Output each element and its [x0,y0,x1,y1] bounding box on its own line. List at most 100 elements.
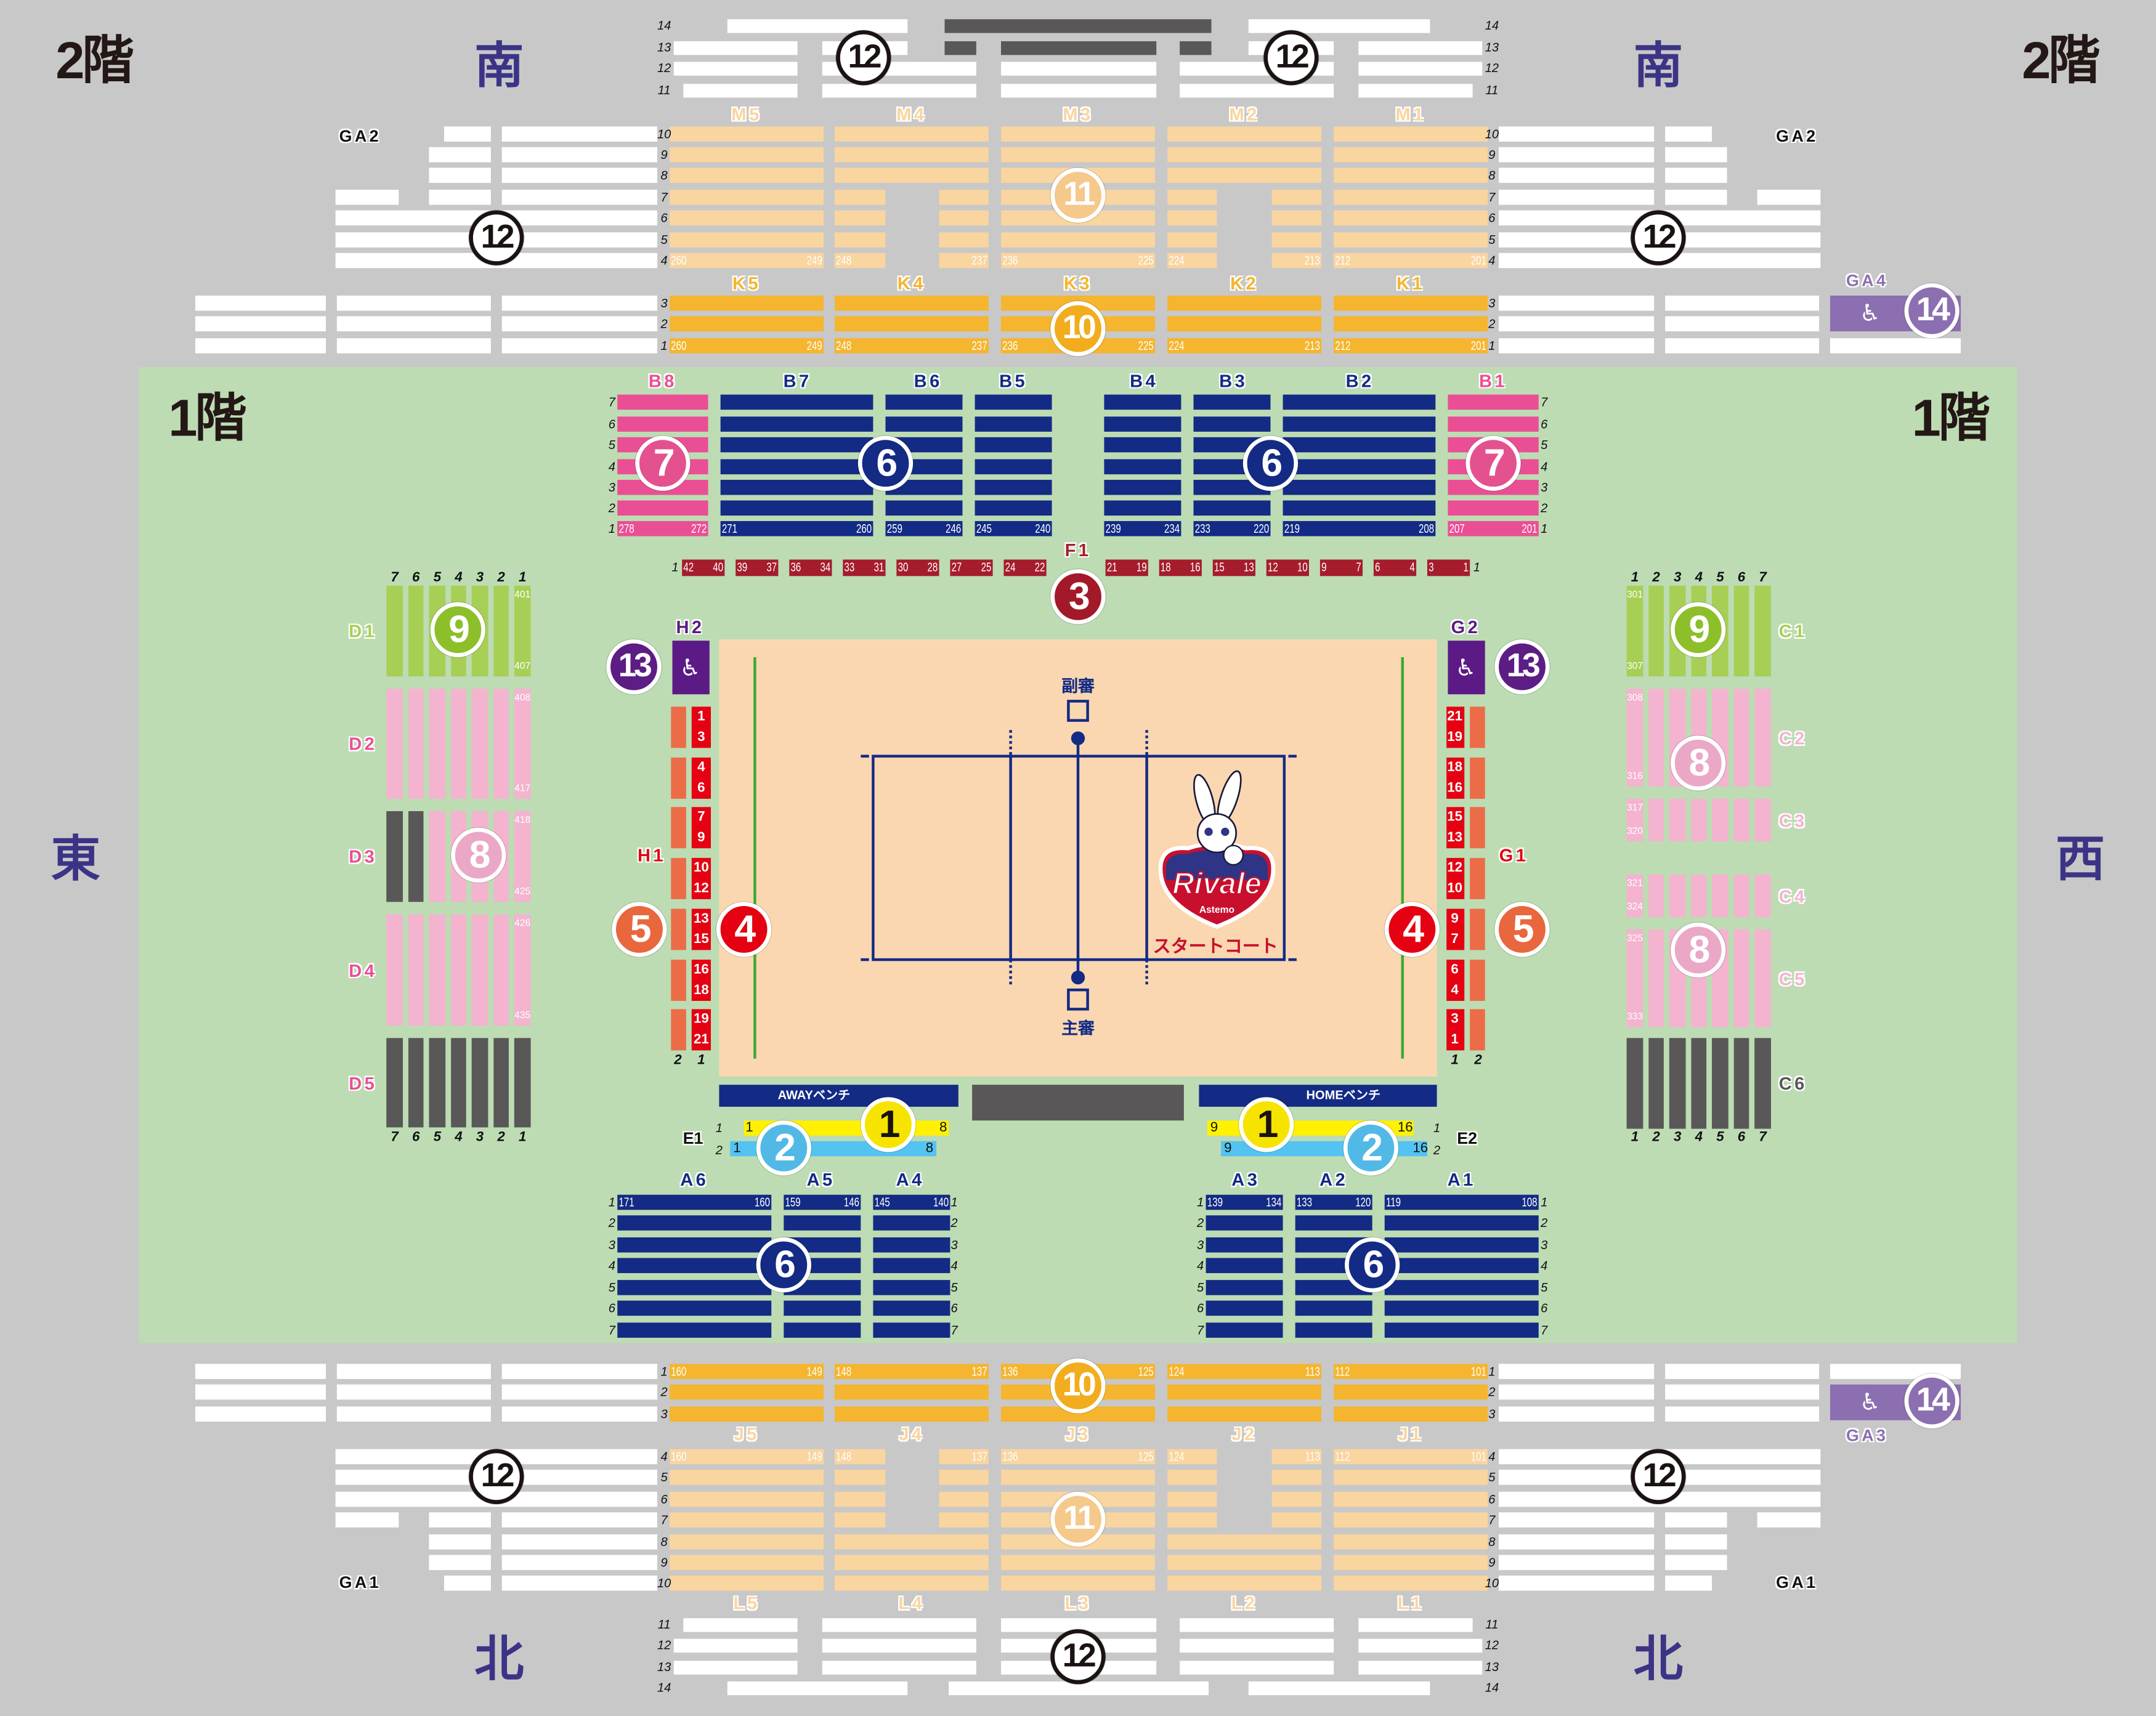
row-number: 13 [657,40,671,55]
seat-block [1665,295,1820,311]
seat-column [514,1038,530,1128]
seat-column [1626,585,1643,677]
seat-number: 124 [1169,1364,1185,1378]
seat-block [949,1681,1209,1696]
column-number: 4 [455,570,463,586]
seat-block [1167,1364,1322,1379]
seat-block-g1 [1470,706,1485,748]
zone-marker-7: 7 [1465,435,1521,491]
seat-number: 426 [514,919,531,929]
row-number: 13 [1485,1660,1499,1674]
seat-block [670,190,824,205]
column-number: 2 [497,1130,505,1146]
row-number: 3 [1488,296,1496,310]
seat-block [1271,1512,1322,1528]
zone-marker-12: 12 [1263,30,1319,86]
logo-sub: Astemo [1199,905,1234,915]
seat-number: 236 [1002,339,1018,353]
row-number: 6 [950,1301,958,1316]
seat-block-f1 [1212,559,1255,577]
seat-column [1626,929,1643,1027]
row-number: 7 [608,1323,615,1337]
section-label-b: B1 [1479,370,1508,392]
row-number: 5 [1541,1281,1548,1295]
seat-block [195,1384,326,1400]
seat-column [1754,929,1770,1027]
seat-number: 201 [1470,253,1486,268]
section-label-g1: G1 [1499,844,1529,866]
attack-line-extension [1145,730,1148,755]
seat-number: 307 [1626,662,1643,672]
zone-marker-10: 10 [1050,301,1106,357]
seat-number: 19 [1447,730,1463,745]
seat-block [1334,338,1488,354]
seat-block [1499,1406,1655,1422]
row-number: 1 [1197,1195,1204,1210]
seat-column [1733,689,1749,787]
seat-block [1384,1322,1539,1338]
row-number: 9 [1488,1555,1496,1569]
seat-column [1669,874,1685,917]
seat-number: 249 [806,339,822,353]
seat-block [834,338,989,354]
section-label-e2: E2 [1457,1128,1478,1148]
seat-block [670,147,824,163]
seat-block [1000,232,1155,248]
column-number: 7 [1759,570,1767,586]
seat-number: 1 [733,1141,741,1157]
seat-block [1167,190,1217,205]
column-number: 6 [412,1130,420,1146]
seat-block [1665,1364,1820,1379]
row-number: 11 [657,1617,671,1632]
row-number: 4 [1541,459,1548,474]
seat-block [834,295,989,311]
seat-block [1384,1280,1539,1295]
zone-marker-9: 9 [430,602,485,657]
seat-number: 12 [1268,560,1278,574]
seat-number: 208 [1418,522,1435,536]
wheelchair-icon: ♿ [1859,300,1881,327]
seat-number: 31 [873,560,885,574]
seat-number: 4 [1451,982,1459,998]
seat-block [1334,295,1488,311]
seat-block [873,1258,950,1273]
seat-block [617,500,708,516]
seat-column [429,811,445,902]
sideline [753,657,756,1059]
seat-block [1283,416,1436,432]
seat-number: 113 [1305,1449,1320,1464]
attack-line-extension [1145,960,1148,985]
seat-block [335,1512,399,1528]
direction-north: 北 [1633,1630,1684,1687]
seat-block [670,1491,824,1507]
row-number: 1 [671,560,679,574]
column-number: 2 [674,1053,682,1069]
column-number: 1 [697,1053,705,1069]
section-label-k: K2 [1230,273,1259,294]
seat-number: 224 [1169,339,1185,353]
seat-block-h1 [691,757,711,799]
seat-block [501,295,657,311]
zone-marker-9: 9 [1671,602,1726,657]
seat-block-g1 [1470,1009,1485,1051]
seat-block-h1 [671,807,686,849]
seat-column [407,585,424,677]
section-label-l: L5 [733,1592,760,1614]
section-label-h1: H1 [638,844,667,866]
seat-column [1626,1038,1643,1129]
seat-column [407,811,424,902]
seat-number: 324 [1626,902,1643,913]
seat-block [670,210,824,226]
zone-marker-11: 11 [1050,1491,1106,1547]
seat-block [1167,316,1322,331]
column-number: 6 [412,570,420,586]
seat-number: 10 [1297,560,1308,574]
section-label-d: D4 [349,960,378,981]
seat-block [1295,1215,1372,1231]
seat-number: 212 [1335,339,1351,353]
court-tick [861,958,869,961]
seat-block [885,394,963,410]
seat-block [501,1512,657,1528]
seat-block [1000,84,1157,98]
seat-block [1384,1215,1539,1231]
